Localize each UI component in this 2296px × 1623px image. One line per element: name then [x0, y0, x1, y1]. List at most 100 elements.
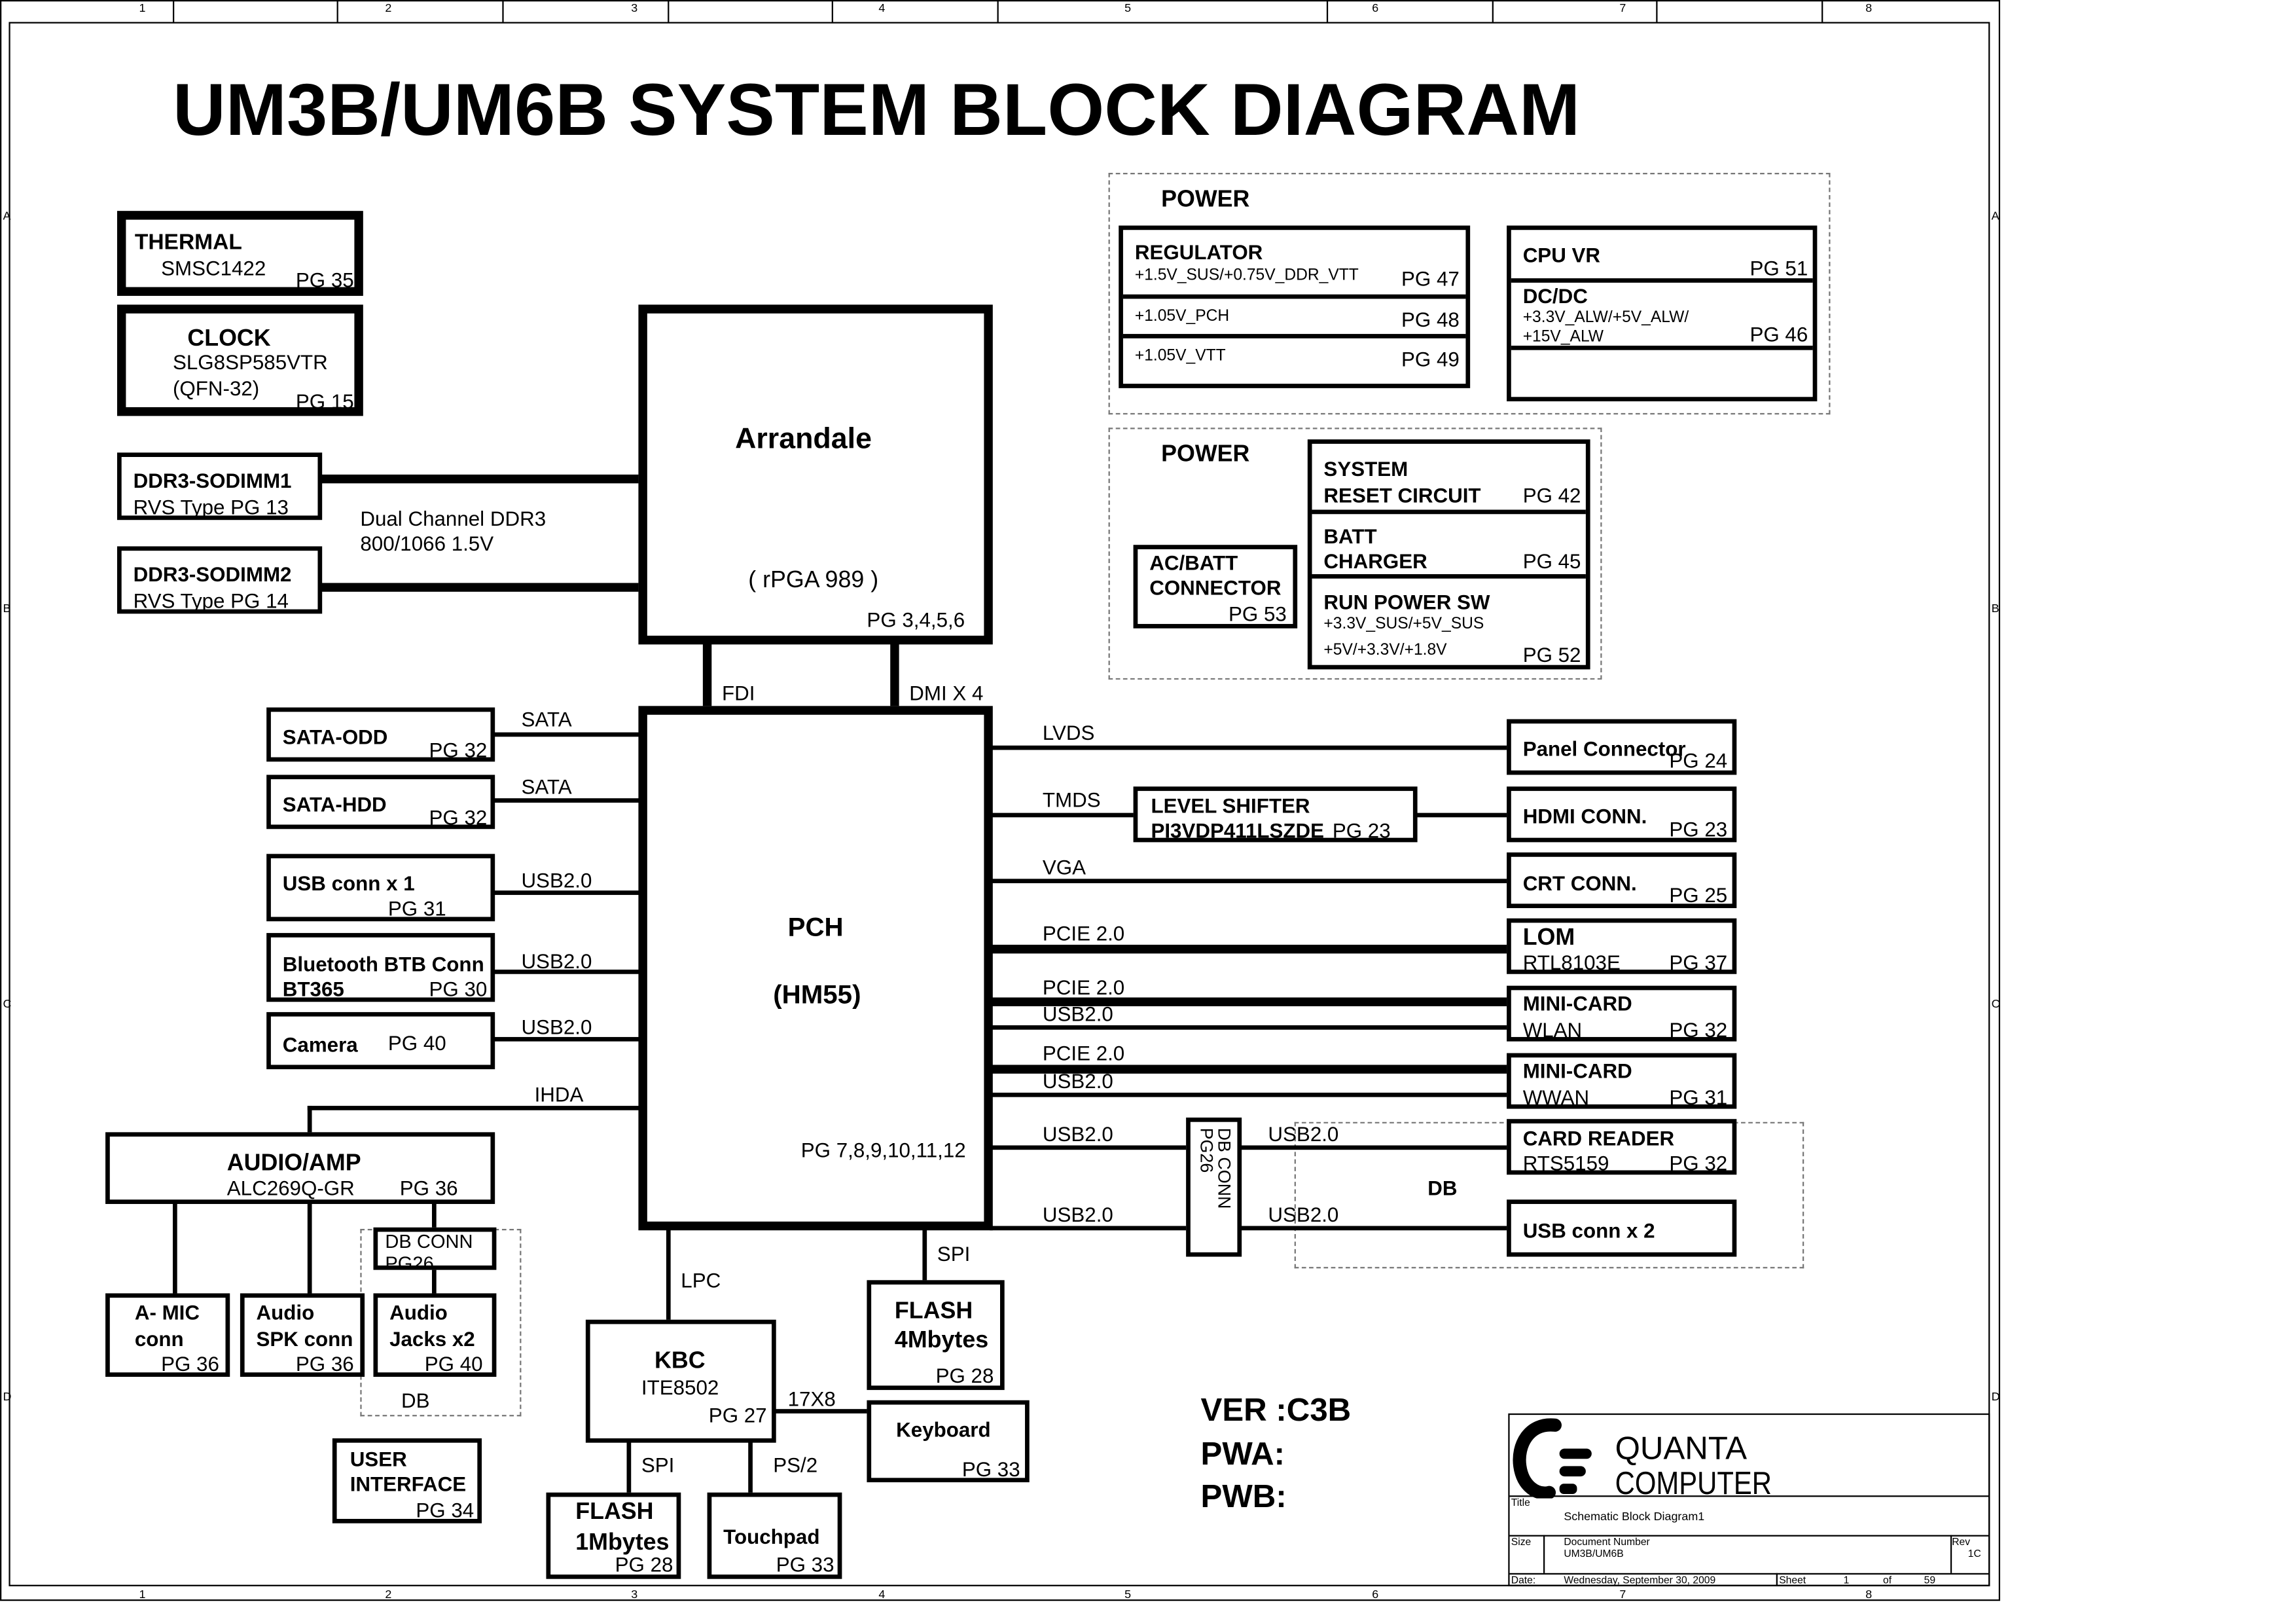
wlan-block[interactable]: MINI-CARD WLAN PG 32	[1507, 985, 1737, 1042]
flash-1m-block[interactable]: FLASH 1Mbytes PG 28	[546, 1492, 681, 1579]
wwan-usb-bus: USB2.0	[1042, 1069, 1113, 1093]
touchpad-block[interactable]: Touchpad PG 33	[707, 1492, 842, 1579]
sodimm2-block[interactable]: DDR3-SODIMM2 RVS Type PG 14	[117, 546, 323, 614]
sodimm2-sub: RVS Type PG 14	[133, 589, 289, 613]
fdi-label: FDI	[721, 681, 755, 705]
sodimm1-sub: RVS Type PG 13	[133, 495, 289, 519]
clock-block[interactable]: CLOCK SLG8SP585VTR (QFN-32) PG 15	[117, 304, 363, 416]
amic-link	[172, 1201, 177, 1295]
camera-block[interactable]: Camera PG 40	[266, 1012, 495, 1070]
audio-block[interactable]: AUDIO/AMP ALC269Q-GR PG 36	[105, 1132, 495, 1204]
wlan-usb-bus: USB2.0	[1042, 1002, 1113, 1026]
rev-label: Rev	[1952, 1538, 1971, 1548]
ruler-col-label: 5	[1124, 1, 1132, 15]
run-sw-rail1: +3.3V_SUS/+5V_SUS	[1323, 615, 1484, 633]
spi-top-label: SPI	[937, 1242, 971, 1266]
kbc-block[interactable]: KBC ITE8502 PG 27	[585, 1319, 776, 1443]
sodimm1-block[interactable]: DDR3-SODIMM1 RVS Type PG 13	[117, 452, 323, 520]
db-conn-right-name: DB CONN	[1213, 1127, 1234, 1209]
ruler-col-label: 6	[1372, 1, 1379, 15]
sata-hdd-block[interactable]: SATA-HDD PG 32	[266, 775, 495, 830]
crt-page: PG 25	[1669, 883, 1728, 907]
lom-page: PG 37	[1669, 950, 1728, 974]
pch-model: (HM55)	[773, 979, 861, 1010]
card-reader-block[interactable]: CARD READER RTS5159 PG 32	[1507, 1119, 1737, 1175]
cpu-block[interactable]: Arrandale ( rPGA 989 ) PG 3,4,5,6	[638, 304, 993, 645]
keyboard-block[interactable]: Keyboard PG 33	[867, 1400, 1030, 1483]
audio-db-conn-block[interactable]: DB CONN PG26	[373, 1227, 497, 1270]
usb-conn2-name: USB conn x 2	[1522, 1218, 1655, 1243]
panel-connector-block[interactable]: Panel Connector PG 24	[1507, 719, 1737, 775]
lom-part: RTL8103E	[1522, 950, 1621, 974]
acbatt-block[interactable]: AC/BATT CONNECTOR PG 53	[1133, 545, 1298, 629]
ihda-link	[307, 1106, 641, 1110]
wlan-pcie-bus: PCIE 2.0	[1042, 975, 1125, 999]
wwan-block[interactable]: MINI-CARD WWAN PG 31	[1507, 1053, 1737, 1109]
ps2-label: PS/2	[773, 1453, 818, 1477]
title-divider	[1543, 1535, 1545, 1573]
date-label: Date:	[1511, 1576, 1536, 1586]
wlan-name: MINI-CARD	[1522, 991, 1632, 1015]
thermal-block[interactable]: THERMAL SMSC1422 PG 35	[117, 211, 363, 296]
ruler-divider	[668, 0, 670, 22]
regulator-divider	[1122, 294, 1466, 299]
user-interface-block[interactable]: USER INTERFACE PG 34	[332, 1438, 482, 1523]
power-switch-stack: SYSTEM RESET CIRCUIT PG 42 BATT CHARGER …	[1307, 439, 1590, 670]
crt-block[interactable]: CRT CONN. PG 25	[1507, 852, 1737, 909]
audio-part: ALC269Q-GR	[226, 1176, 355, 1200]
wlan-part: WLAN	[1522, 1017, 1583, 1042]
ruler-col-label: 6	[1372, 1588, 1379, 1601]
vga-link	[990, 879, 1511, 884]
usb-conn1-block[interactable]: USB conn x 1 PG 31	[266, 854, 495, 922]
flash-4m-block[interactable]: FLASH 4Mbytes PG 28	[867, 1280, 1005, 1391]
wwan-pcie-bus: PCIE 2.0	[1042, 1041, 1125, 1065]
cpu-vr-dcdc-block[interactable]: CPU VR PG 51 DC/DC +3.3V_ALW/+5V_ALW/ +1…	[1507, 225, 1818, 401]
flash-4m-page: PG 28	[935, 1363, 994, 1387]
ruler-divider	[1656, 0, 1658, 22]
bluetooth-part: BT365	[282, 977, 344, 1001]
ruler-row-label: B	[1991, 602, 2000, 615]
lvds-link	[990, 745, 1511, 750]
level-shifter-part: PI3VDP411LSZDE	[1151, 818, 1325, 843]
camera-link	[492, 1036, 641, 1042]
sata-odd-block[interactable]: SATA-ODD PG 32	[266, 707, 495, 762]
usb-conn2-block[interactable]: USB conn x 2	[1507, 1199, 1737, 1257]
title-divider	[1950, 1535, 1952, 1573]
level-shifter-name: LEVEL SHIFTER	[1151, 793, 1310, 818]
cpu-package: ( rPGA 989 )	[748, 568, 879, 594]
ihda-drop	[307, 1106, 312, 1135]
stack-divider	[1312, 574, 1586, 579]
ruler-col-label: 8	[1865, 1588, 1873, 1601]
level-shifter-block[interactable]: LEVEL SHIFTER PI3VDP411LSZDE PG 23	[1133, 786, 1418, 843]
hdmi-block[interactable]: HDMI CONN. PG 23	[1507, 786, 1737, 843]
thermal-part: SMSC1422	[161, 256, 266, 280]
db-conn-right-page: PG26	[1196, 1127, 1217, 1173]
power1-label: POWER	[1161, 187, 1250, 213]
card-reader-usb-out	[1238, 1145, 1511, 1150]
amic-block[interactable]: A- MIC conn PG 36	[105, 1293, 230, 1377]
regulator-block[interactable]: REGULATOR +1.5V_SUS/+0.75V_DDR_VTT PG 47…	[1119, 225, 1471, 388]
bluetooth-block[interactable]: Bluetooth BTB Conn BT365 PG 30	[266, 933, 495, 1002]
cpu-name: Arrandale	[735, 423, 872, 456]
tmds-label: TMDS	[1042, 788, 1101, 812]
sata-odd-name: SATA-ODD	[282, 725, 388, 749]
charger-name[interactable]: BATT	[1323, 524, 1377, 548]
spk-block[interactable]: Audio SPK conn PG 36	[240, 1293, 365, 1377]
ui-name: USER	[350, 1447, 407, 1471]
ruler-col-label: 3	[631, 1588, 638, 1601]
reset-page: PG 42	[1522, 483, 1581, 507]
kbc-name: KBC	[655, 1349, 706, 1374]
pch-block[interactable]: PCH (HM55) PG 7,8,9,10,11,12	[638, 706, 993, 1231]
jacks-page: PG 40	[424, 1351, 483, 1376]
jacks-block[interactable]: Audio Jacks x2 PG 40	[373, 1293, 497, 1377]
bluetooth-bus: USB2.0	[521, 949, 592, 973]
hdmi-link	[1414, 812, 1511, 818]
db-conn-bus-out2: USB2.0	[1268, 1202, 1339, 1226]
db-conn-right-block[interactable]: DB CONN PG26	[1186, 1117, 1242, 1257]
lom-block[interactable]: LOM RTL8103E PG 37	[1507, 918, 1737, 974]
wlan-page: PG 32	[1669, 1017, 1728, 1042]
reset-name[interactable]: SYSTEM	[1323, 457, 1408, 481]
run-sw-name[interactable]: RUN POWER SW	[1323, 590, 1490, 614]
date-value: Wednesday, September 30, 2009	[1564, 1576, 1716, 1586]
ruler-col-label: 1	[139, 1588, 146, 1601]
